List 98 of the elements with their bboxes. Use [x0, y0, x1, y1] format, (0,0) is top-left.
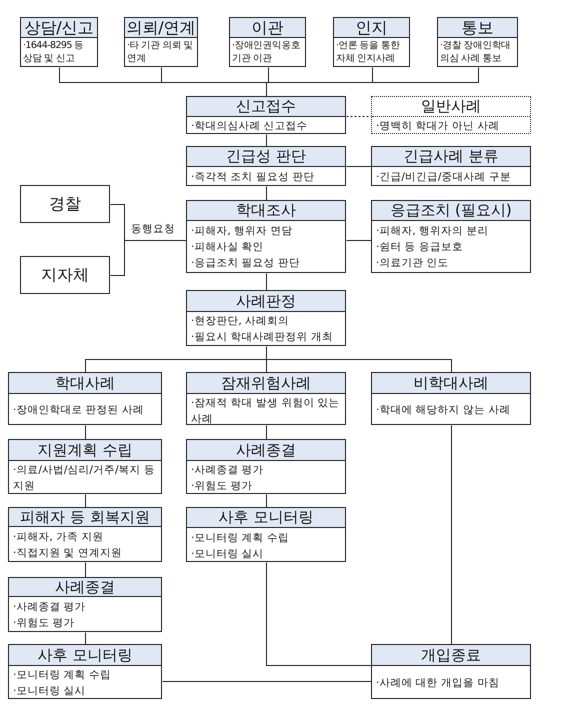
- process-box: [371, 96, 531, 134]
- bullet-text: ·직접지원 및 연계지원: [12, 546, 124, 561]
- bullet-text: ·피해자, 행위자 면담: [190, 224, 294, 239]
- bullet-text: ·학대의심사례 신고접수: [190, 119, 309, 134]
- connector-line: [451, 425, 452, 645]
- box-header: 일반사례: [372, 97, 530, 117]
- box-label: 지자체: [40, 264, 90, 286]
- box-label: 경찰: [48, 193, 82, 215]
- process-box: [8, 439, 162, 494]
- process-box: [8, 372, 162, 425]
- bullet-text: ·긴급/비긴급/중대사례 구분: [375, 170, 512, 185]
- bullet-text: ·즉각적 조치 필요성 판단: [190, 170, 316, 185]
- connector-line: [162, 681, 372, 682]
- box-header: 신고접수: [187, 97, 345, 117]
- box-header: 긴급성 판단: [187, 147, 345, 167]
- process-box: [371, 644, 531, 699]
- bullet-text: ·사례종결 평가: [12, 600, 87, 615]
- box-header: 사후 모니터링: [9, 645, 161, 666]
- connector-line: [266, 186, 267, 201]
- bullet-text: ·위험도 평가: [190, 479, 254, 494]
- box-header: 피해자 등 회복지원: [9, 508, 161, 527]
- bullet-text: ·모니터링 실시: [190, 547, 265, 562]
- process-box: [371, 200, 531, 273]
- box-header: 잠재위험사례: [187, 373, 345, 394]
- box-header: 개입종료: [372, 645, 530, 666]
- process-box: [186, 439, 346, 494]
- bullet-text: ·언론 등을 통한 자체 인지사례: [335, 39, 401, 65]
- bullet-text: ·의료/사법/심리/거주/복지 등 지원: [12, 463, 156, 494]
- connector-line: [85, 562, 86, 578]
- bullet-text: ·필요시 학대사례판정위 개최: [190, 330, 334, 345]
- bullet-text: ·명백히 학대가 아닌 사례: [375, 119, 500, 134]
- bullet-text: ·쉼터 등 응급보호: [375, 240, 464, 255]
- bullet-text: ·현장판단, 사례회의: [190, 314, 290, 329]
- process-box: [186, 507, 346, 562]
- connector-line: [266, 494, 267, 508]
- bullet-text: ·장애인권익옹호 기관 이관: [231, 39, 302, 65]
- box-header: 이관: [230, 18, 305, 38]
- box-header: 인지: [334, 18, 409, 38]
- process-box: [8, 644, 162, 699]
- process-box: [8, 507, 162, 562]
- connector-line: [266, 273, 267, 291]
- connector-line: [266, 425, 267, 440]
- process-box: [186, 372, 346, 425]
- box-header: 학대사례: [9, 373, 161, 394]
- box-header: 긴급사례 분류: [372, 147, 530, 167]
- bullet-text: ·피해자, 행위자의 분리: [375, 224, 490, 239]
- bullet-text: ·피해사실 확인: [190, 240, 265, 255]
- box-header: 통보: [438, 18, 517, 38]
- process-box: [186, 290, 346, 346]
- process-box: [333, 17, 410, 67]
- bullet-text: ·위험도 평가: [12, 616, 76, 631]
- connector-line: [346, 240, 372, 241]
- process-box: [124, 17, 198, 67]
- process-box: [371, 372, 531, 425]
- box-header: 의뢰/연계: [125, 18, 197, 38]
- edge-label: 동행요청: [130, 222, 176, 236]
- box-header: 비학대사례: [372, 373, 530, 394]
- box-header: 사례판정: [187, 291, 345, 312]
- bullet-text: ·장애인학대로 판정된 사례: [12, 403, 146, 418]
- bullet-text: ·피해자, 가족 지원: [12, 530, 104, 545]
- box-header: 상담/신고: [21, 18, 97, 38]
- process-box: [371, 146, 531, 186]
- bullet-text: ·모니터링 계획 수립: [12, 668, 112, 683]
- connector-line: [266, 67, 479, 97]
- process-box: [186, 200, 346, 273]
- bullet-text: ·경찰 장애인학대 의심 사례 통보: [439, 39, 512, 65]
- agency-box: [20, 185, 110, 223]
- process-box: [437, 17, 518, 67]
- connector-line: [85, 632, 86, 645]
- bullet-text: ·타 기관 의뢰 및 연계: [126, 39, 194, 65]
- bullet-text: ·의료기관 인도: [375, 256, 450, 271]
- connector-line: [266, 562, 372, 666]
- process-box: [8, 577, 162, 632]
- box-header: 사후 모니터링: [187, 508, 345, 528]
- bullet-text: ·모니터링 계획 수립: [190, 531, 290, 546]
- bullet-text: ·1644-8295 등 상담 및 신고: [22, 39, 85, 65]
- box-header: 학대조사: [187, 201, 345, 221]
- connector-line: [110, 240, 187, 276]
- connector-line: [266, 134, 267, 147]
- bullet-text: ·잠재적 학대 발생 위험이 있는 사례: [190, 396, 341, 427]
- connector-line: [85, 494, 86, 508]
- box-header: 사례종결: [187, 440, 345, 461]
- process-box: [186, 146, 346, 186]
- process-box: [20, 17, 98, 67]
- process-box: [229, 17, 306, 67]
- bullet-text: ·사례종결 평가: [190, 463, 265, 478]
- box-header: 사례종결: [9, 578, 161, 597]
- box-header: 지원계획 수립: [9, 440, 161, 461]
- bullet-text: ·학대에 해당하지 않는 사례: [375, 403, 512, 418]
- bullet-text: ·모니터링 실시: [12, 684, 87, 699]
- connector-line: [266, 346, 452, 373]
- process-box: [186, 96, 346, 134]
- box-header: 응급조치 (필요시): [372, 201, 530, 221]
- bullet-text: ·응급조치 필요성 판단: [190, 256, 302, 271]
- connector-line: [346, 166, 372, 167]
- bullet-text: ·사례에 대한 개입을 마침: [375, 676, 500, 691]
- connector-line: [85, 425, 86, 440]
- agency-box: [20, 256, 110, 294]
